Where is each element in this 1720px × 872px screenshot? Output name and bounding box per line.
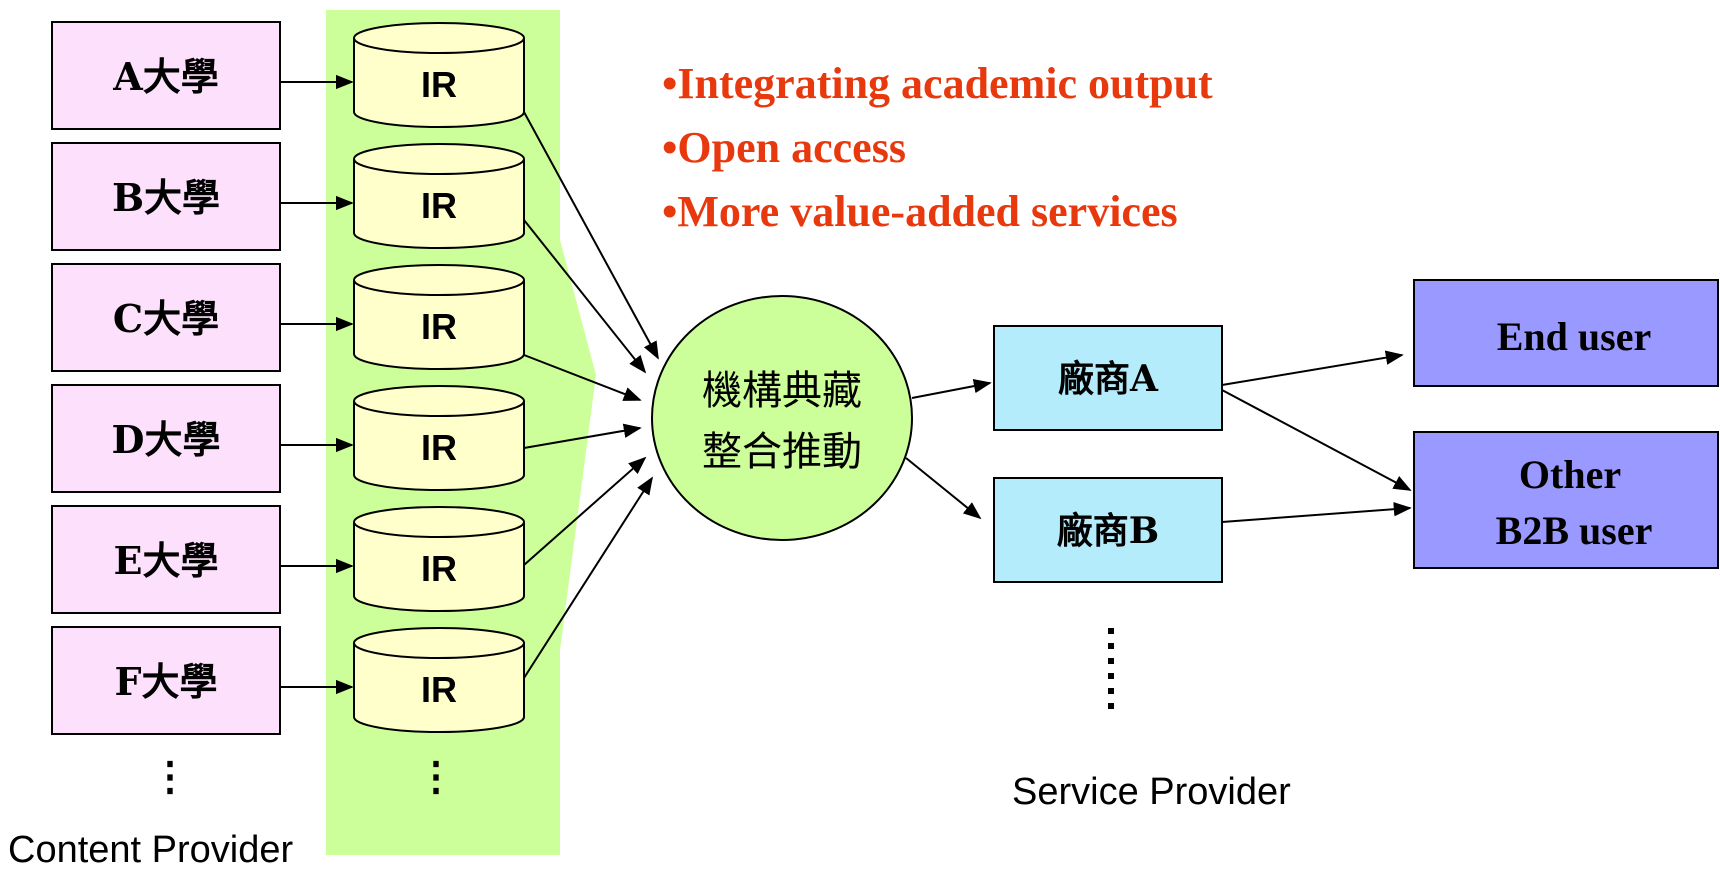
goals-list: •Integrating academic output •Open acces… (662, 59, 1213, 236)
vendor-ellipsis (1108, 628, 1114, 709)
repository-list: IR IR IR IR IR IR (353, 22, 525, 733)
arrow (523, 423, 642, 449)
arrow (911, 378, 992, 399)
university-to-repository-arrows (280, 74, 354, 695)
arrow (523, 111, 659, 360)
repository-label: IR (421, 306, 457, 347)
university-label: A大學 (112, 54, 218, 99)
university-label: C大學 (113, 296, 219, 341)
repository-cylinder: IR (353, 264, 525, 370)
university-box-e: E大學 (51, 505, 281, 614)
university-box-d: D大學 (51, 384, 281, 493)
repository-label: IR (421, 548, 457, 589)
vendor-box-b: 廠商B (993, 477, 1223, 583)
hub-label-line1: 機構典藏 (702, 368, 862, 414)
university-list: A大學 B大學 C大學 D大學 E大學 F大學 (51, 21, 281, 735)
b2b-user-box: Other B2B user (1413, 431, 1719, 569)
university-label: B大學 (112, 175, 220, 220)
hub-to-vendor-arrows (905, 378, 992, 520)
vendor-list: 廠商A 廠商B (993, 325, 1223, 583)
repository-label: IR (421, 64, 457, 105)
vendor-box-a: 廠商A (993, 325, 1223, 431)
arrow (1221, 389, 1412, 491)
arrow (523, 456, 647, 566)
repository-label: IR (421, 427, 457, 468)
content-provider-caption: Content Provider (8, 829, 293, 871)
repository-label: IR (421, 669, 457, 710)
repository-cylinder: IR (353, 22, 525, 128)
repository-cylinder: IR (353, 143, 525, 249)
repository-to-hub-arrows (523, 111, 659, 679)
university-box-f: F大學 (51, 626, 281, 735)
university-ellipsis: ⋮ (150, 755, 190, 799)
service-provider-caption: Service Provider (1012, 771, 1291, 813)
arrow (1221, 350, 1404, 386)
repository-cylinder: IR (353, 627, 525, 733)
university-box-b: B大學 (51, 142, 281, 251)
university-box-a: A大學 (51, 21, 281, 130)
hub-label-line2: 整合推動 (702, 429, 862, 475)
repository-cylinder: IR (353, 385, 525, 491)
university-label: F大學 (115, 659, 218, 704)
arrow (523, 476, 653, 679)
repository-label: IR (421, 185, 457, 226)
repository-ellipsis: ⋮ (416, 755, 456, 799)
vendor-label: 廠商A (1058, 358, 1159, 400)
arrow (523, 354, 642, 401)
goal-item: •Integrating academic output (662, 59, 1213, 108)
end-user-label: End user (1497, 314, 1652, 359)
goal-item: •More value-added services (662, 187, 1178, 236)
vendor-to-user-arrows (1221, 350, 1412, 523)
university-box-c: C大學 (51, 263, 281, 372)
b2b-user-label-line1: Other (1519, 452, 1621, 497)
arrow (1221, 502, 1412, 523)
arrow (523, 219, 647, 374)
user-list: End user Other B2B user (1413, 279, 1719, 569)
end-user-box: End user (1413, 279, 1719, 387)
b2b-user-label-line2: B2B user (1496, 508, 1653, 553)
goal-item: •Open access (662, 123, 906, 172)
repository-cylinder: IR (353, 506, 525, 612)
university-label: D大學 (112, 417, 221, 462)
university-label: E大學 (114, 538, 219, 583)
vendor-label: 廠商B (1057, 510, 1159, 552)
arrow (905, 457, 982, 520)
hub-node: 機構典藏 整合推動 (651, 295, 913, 541)
